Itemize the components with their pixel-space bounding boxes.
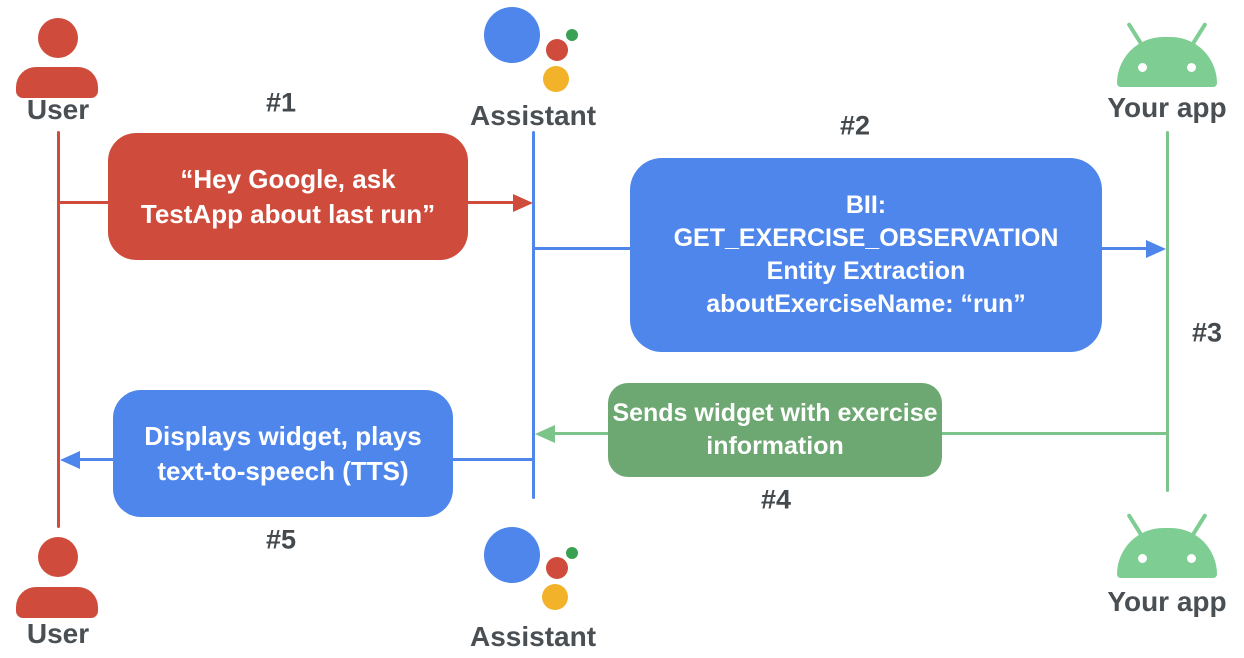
arrow-2-head-icon <box>1146 240 1166 258</box>
app-lifeline <box>1166 131 1169 492</box>
step-label-4: #4 <box>760 484 792 515</box>
assistant-lifeline <box>532 131 535 499</box>
step-label-5: #5 <box>265 524 297 555</box>
actor-label-assistant-top: Assistant <box>469 100 597 131</box>
assistant-green-dot-icon <box>566 547 578 559</box>
person-head-icon <box>38 537 78 577</box>
assistant-green-dot-icon <box>566 29 578 41</box>
person-head-icon <box>38 18 78 58</box>
person-body-icon <box>16 587 98 618</box>
actor-label-app-bottom: Your app <box>1107 586 1227 617</box>
actor-label-assistant-bottom: Assistant <box>469 621 597 652</box>
android-head-icon <box>1117 528 1217 578</box>
android-eye-icon <box>1138 63 1147 72</box>
person-body-icon <box>16 67 98 98</box>
message-box-5: Displays widget, plays text-to-speech (T… <box>113 390 453 517</box>
actor-label-user-top: User <box>26 94 90 125</box>
arrow-1-head-icon <box>513 194 533 212</box>
message-box-2: BII: GET_EXERCISE_OBSERVATION Entity Ext… <box>630 158 1102 352</box>
message-box-4: Sends widget with exercise information <box>608 383 942 477</box>
assistant-blue-dot-icon <box>484 7 540 63</box>
android-eye-icon <box>1187 554 1196 563</box>
arrow-4-head-icon <box>535 425 555 443</box>
assistant-red-dot-icon <box>546 39 568 61</box>
android-head-icon <box>1117 37 1217 87</box>
arrow-5-head-icon <box>60 451 80 469</box>
step-label-2: #2 <box>839 110 871 141</box>
assistant-red-dot-icon <box>546 557 568 579</box>
assistant-blue-dot-icon <box>484 527 540 583</box>
user-lifeline <box>57 131 60 528</box>
actor-label-user-bottom: User <box>26 618 90 649</box>
android-eye-icon <box>1138 554 1147 563</box>
assistant-yellow-dot-icon <box>542 584 568 610</box>
step-label-1: #1 <box>265 87 297 118</box>
actor-label-app-top: Your app <box>1107 92 1227 123</box>
message-box-1: “Hey Google, ask TestApp about last run” <box>108 133 468 260</box>
assistant-yellow-dot-icon <box>543 66 569 92</box>
android-eye-icon <box>1187 63 1196 72</box>
step-label-3: #3 <box>1191 317 1223 348</box>
